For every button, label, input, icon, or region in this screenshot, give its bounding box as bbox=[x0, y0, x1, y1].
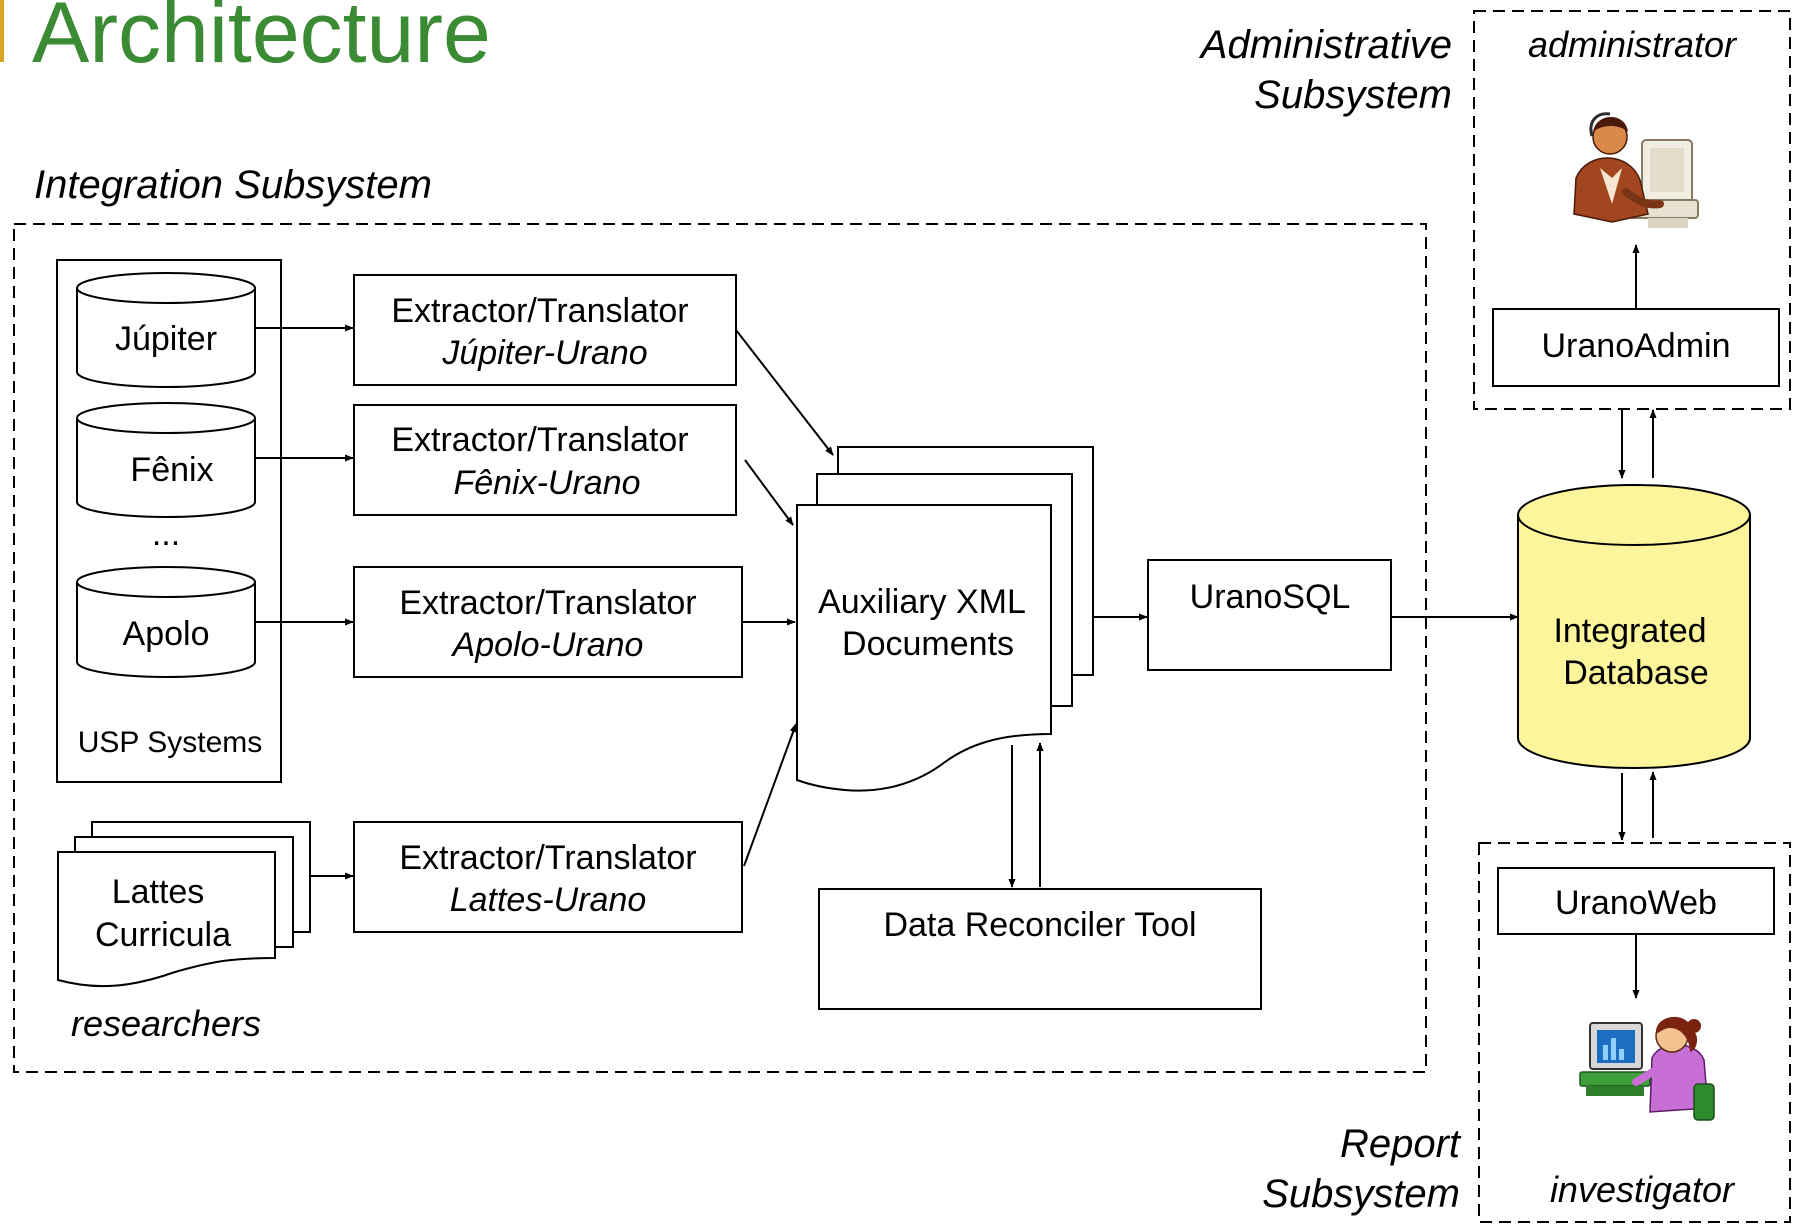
extractor-jupiter-name: Júpiter-Urano bbox=[441, 334, 647, 372]
page-title: Architecture bbox=[32, 0, 491, 81]
extractor-jupiter-title: Extractor/Translator bbox=[391, 292, 688, 330]
source-db-jupiter: Júpiter bbox=[76, 272, 256, 388]
report-subsystem-label-line2: Subsystem bbox=[1262, 1172, 1460, 1216]
uranosql-box: UranoSQL bbox=[1147, 559, 1392, 671]
admin-subsystem-label-line1: Administrative bbox=[1199, 23, 1452, 67]
source-db-apolo: Apolo bbox=[76, 566, 256, 678]
uranoadmin-box: UranoAdmin bbox=[1492, 308, 1780, 387]
integrated-database: Integrated Database bbox=[1517, 484, 1751, 769]
investigator-icon bbox=[1579, 1016, 1715, 1121]
extractor-apolo-name: Apolo-Urano bbox=[451, 626, 644, 664]
source-db-fenix: Fênix bbox=[76, 402, 256, 518]
source-db-jupiter-label: Júpiter bbox=[115, 320, 217, 358]
administrator-label: administrator bbox=[1528, 24, 1738, 65]
data-reconciler-tool-box: Data Reconciler Tool bbox=[818, 888, 1262, 1010]
source-db-apolo-label: Apolo bbox=[123, 615, 210, 653]
extractor-fenix-title: Extractor/Translator bbox=[391, 421, 688, 459]
uranoweb-box: UranoWeb bbox=[1497, 867, 1775, 935]
report-subsystem-boundary bbox=[1478, 842, 1791, 1223]
investigator-label: investigator bbox=[1550, 1169, 1736, 1210]
more-sources-ellipsis: ... bbox=[152, 515, 180, 553]
usp-systems-label: USP Systems bbox=[78, 726, 263, 759]
database-label-line2: Database bbox=[1563, 654, 1709, 692]
researchers-label: researchers bbox=[71, 1003, 261, 1044]
lattes-curricula-documents: Lattes Curricula bbox=[57, 821, 311, 988]
uranoadmin-label: UranoAdmin bbox=[1542, 327, 1731, 365]
extractor-jupiter-urano: Extractor/Translator Júpiter-Urano bbox=[353, 274, 737, 386]
extractor-fenix-urano: Extractor/Translator Fênix-Urano bbox=[353, 404, 737, 516]
extractor-apolo-title: Extractor/Translator bbox=[399, 584, 696, 622]
admin-subsystem-boundary bbox=[1473, 10, 1791, 410]
uranoweb-label: UranoWeb bbox=[1555, 884, 1717, 922]
source-db-fenix-label: Fênix bbox=[130, 451, 213, 489]
arrow-extractor-jupiter-to-xml bbox=[735, 329, 834, 456]
lattes-label-line2: Curricula bbox=[95, 916, 231, 954]
admin-subsystem-label-line2: Subsystem bbox=[1254, 73, 1452, 117]
extractor-lattes-urano: Extractor/Translator Lattes-Urano bbox=[353, 821, 743, 933]
data-reconciler-tool-label: Data Reconciler Tool bbox=[883, 906, 1196, 944]
uranosql-label: UranoSQL bbox=[1190, 578, 1351, 616]
arrow-extractor-fenix-to-xml bbox=[744, 459, 794, 526]
integration-subsystem-boundary bbox=[13, 223, 1427, 1073]
xml-label-line2: Documents bbox=[842, 625, 1014, 663]
extractor-lattes-title: Extractor/Translator bbox=[399, 839, 696, 877]
extractor-fenix-name: Fênix-Urano bbox=[453, 464, 640, 502]
auxiliary-xml-documents: Auxiliary XML Documents bbox=[796, 446, 1094, 792]
integration-subsystem-label: Integration Subsystem bbox=[34, 163, 432, 207]
database-label-line1: Integrated bbox=[1553, 612, 1706, 650]
extractor-apolo-urano: Extractor/Translator Apolo-Urano bbox=[353, 566, 743, 678]
administrator-icon bbox=[1573, 112, 1699, 228]
extractor-lattes-name: Lattes-Urano bbox=[450, 881, 647, 919]
arrow-extractor-lattes-to-xml bbox=[743, 723, 797, 867]
lattes-label-line1: Lattes bbox=[112, 873, 205, 911]
title-accent-bar bbox=[0, 0, 4, 62]
report-subsystem-label-line1: Report bbox=[1340, 1122, 1462, 1166]
xml-label-line1: Auxiliary XML bbox=[818, 583, 1026, 621]
